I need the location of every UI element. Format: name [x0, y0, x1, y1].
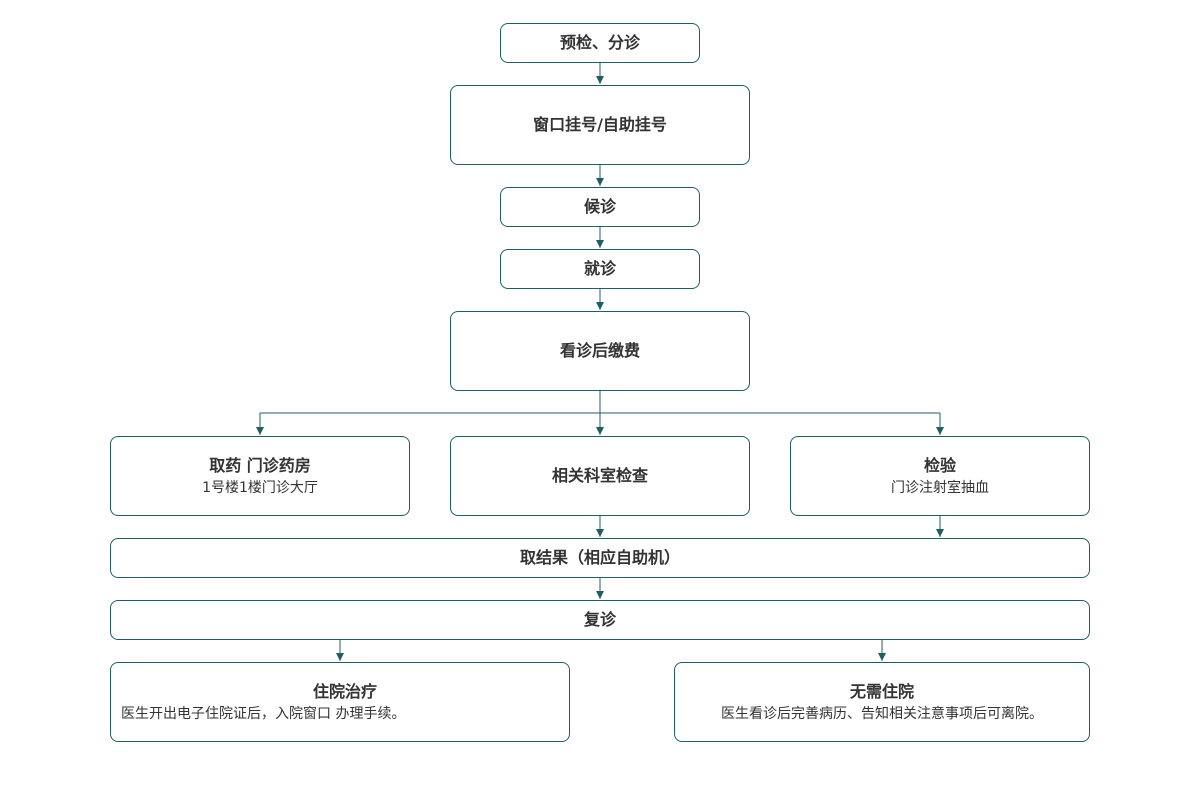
node-revisit-title: 复诊: [583, 610, 616, 629]
node-inpatient-title: 住院治疗: [312, 681, 377, 701]
node-revisit: 复诊: [110, 600, 1090, 640]
node-precheck-title: 预检、分诊: [559, 33, 640, 52]
node-lab: 检验 门诊注射室抽血: [790, 436, 1090, 516]
node-pharmacy: 取药 门诊药房 1号楼1楼门诊大厅: [110, 436, 410, 516]
node-wait-title: 候诊: [583, 197, 616, 216]
node-visit: 就诊: [500, 249, 700, 289]
node-precheck: 预检、分诊: [500, 23, 700, 63]
node-register-title: 窗口挂号/自助挂号: [533, 115, 667, 134]
node-lab-subtitle: 门诊注射室抽血: [891, 479, 989, 496]
node-exam: 相关科室检查: [450, 436, 750, 516]
node-inpatient-subtitle: 医生开出电子住院证后，入院窗口 办理手续。: [121, 705, 406, 722]
node-register: 窗口挂号/自助挂号: [450, 85, 750, 165]
node-exam-title: 相关科室检查: [551, 466, 648, 485]
node-wait: 候诊: [500, 187, 700, 227]
node-no-inpatient-subtitle: 医生看诊后完善病历、告知相关注意事项后可离院。: [721, 705, 1043, 722]
node-inpatient: 住院治疗 医生开出电子住院证后，入院窗口 办理手续。: [110, 662, 570, 742]
node-lab-title: 检验: [923, 455, 956, 475]
node-results: 取结果（相应自助机）: [110, 538, 1090, 578]
node-pay-title: 看诊后缴费: [559, 341, 640, 360]
node-pharmacy-title: 取药 门诊药房: [209, 455, 311, 475]
node-no-inpatient-title: 无需住院: [849, 681, 914, 701]
node-pay: 看诊后缴费: [450, 311, 750, 391]
node-pharmacy-subtitle: 1号楼1楼门诊大厅: [202, 479, 318, 496]
node-no-inpatient: 无需住院 医生看诊后完善病历、告知相关注意事项后可离院。: [674, 662, 1090, 742]
node-results-title: 取结果（相应自助机）: [519, 548, 680, 567]
node-visit-title: 就诊: [583, 259, 616, 278]
